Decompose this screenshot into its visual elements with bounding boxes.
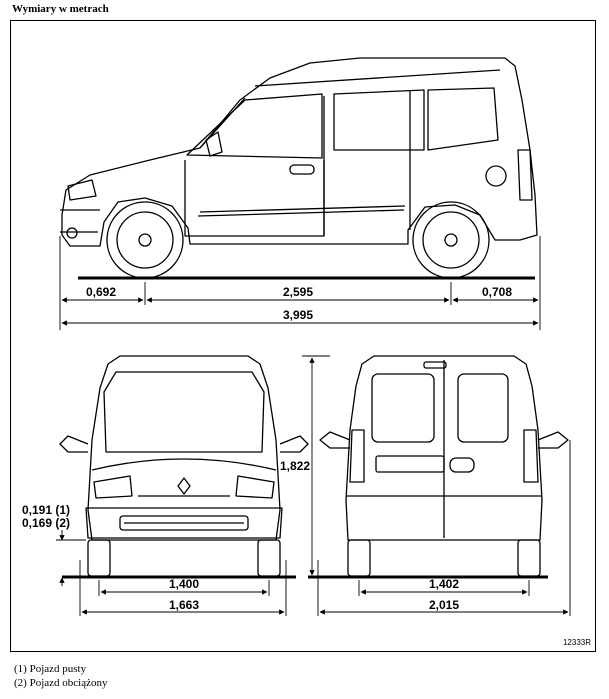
legend-item-empty: (1) Pojazd pusty — [14, 663, 87, 675]
front-view — [59, 355, 309, 577]
dim-front-track: 1,400 — [169, 577, 199, 591]
dim-overall-width-front: 1,663 — [169, 598, 199, 612]
dim-overall-width-mirrors: 2,015 — [429, 598, 459, 612]
dim-overall-length: 3,995 — [283, 308, 313, 322]
reference-code: 12333R — [562, 638, 591, 647]
legend: (1) Pojazd pusty (2) Pojazd obciążony — [14, 662, 107, 690]
dim-ground-clearance-loaded: 0,169 (2) — [22, 516, 70, 530]
rear-view — [319, 355, 569, 577]
legend-item-loaded: (2) Pojazd obciążony — [14, 677, 108, 689]
dim-ground-clearance-empty: 0,191 (1) — [22, 503, 70, 517]
dim-front-overhang: 0,692 — [86, 285, 116, 299]
front-dimension-lines — [56, 530, 287, 616]
page-title: Wymiary w metrach — [12, 3, 109, 15]
side-dimension-lines — [59, 236, 541, 330]
dim-wheelbase: 2,595 — [283, 285, 313, 299]
dim-rear-overhang: 0,708 — [482, 285, 512, 299]
drawing-frame — [10, 20, 596, 652]
dim-height: 1,822 — [280, 459, 310, 473]
dim-rear-track: 1,402 — [429, 577, 459, 591]
side-view — [60, 57, 538, 279]
rear-dimension-lines — [302, 355, 571, 616]
